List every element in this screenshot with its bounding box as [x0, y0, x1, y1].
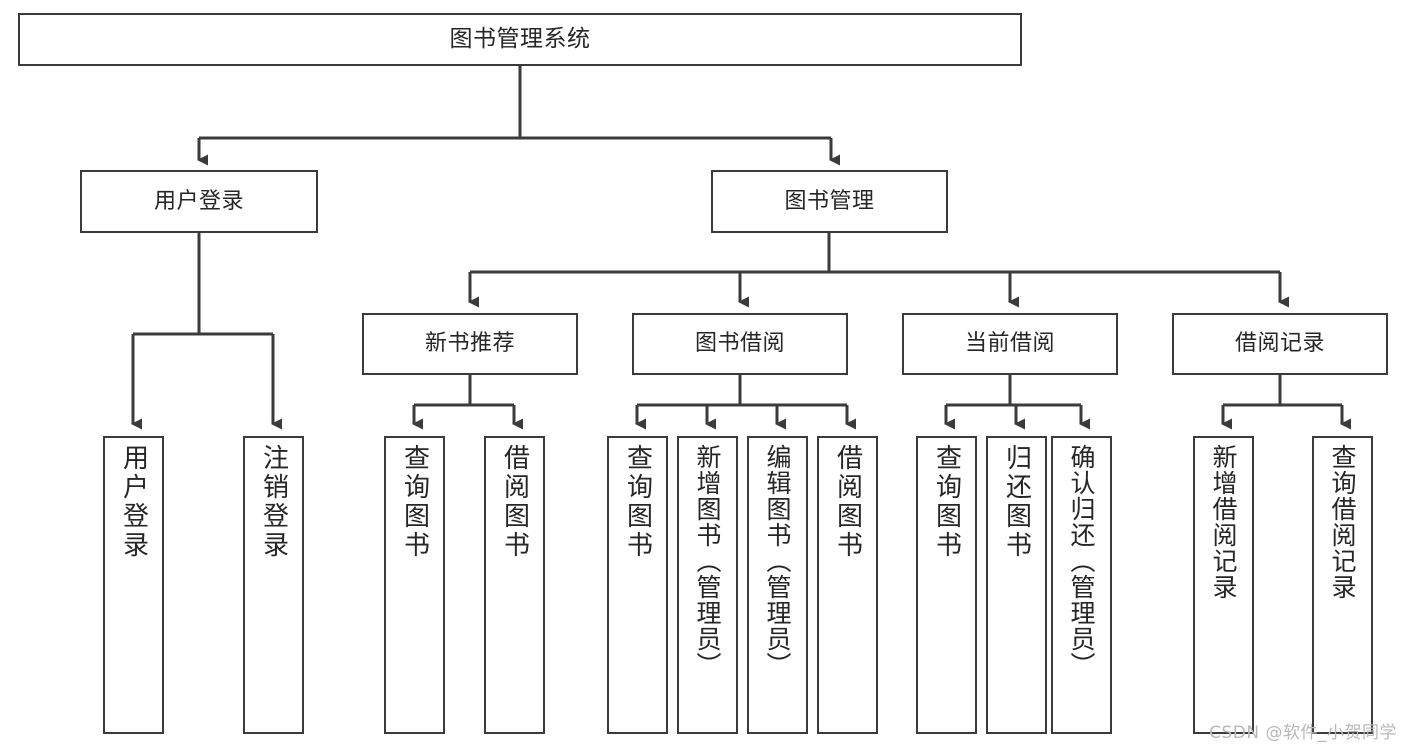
node-label: 当前借阅	[964, 331, 1055, 357]
node-label: 图书借阅	[694, 331, 785, 357]
leaf-current-query-book[interactable]: 查询图书	[916, 436, 977, 734]
node-label: 新增借阅记录	[1209, 444, 1238, 600]
node-label: 借阅图书	[499, 444, 530, 560]
node-label: 图书管理系统	[449, 26, 591, 53]
leaf-current-return-book[interactable]: 归还图书	[986, 436, 1047, 734]
leaf-record-search[interactable]: 查询借阅记录	[1312, 436, 1373, 734]
leaf-user-login[interactable]: 用户登录	[103, 436, 164, 734]
node-label: 编辑图书（管理员）	[763, 444, 792, 678]
node-label: 用户登录	[118, 444, 149, 560]
node-label: 借阅记录	[1234, 331, 1325, 357]
csdn-watermark: CSDN @软件_小贺同学	[1209, 723, 1397, 743]
node-label: 新增图书（管理员）	[693, 444, 722, 678]
leaf-borrow-edit-book[interactable]: 编辑图书（管理员）	[747, 436, 808, 734]
leaf-user-logout[interactable]: 注销登录	[243, 436, 304, 734]
leaf-borrow-query-book[interactable]: 查询图书	[607, 436, 668, 734]
node-label: 查询借阅记录	[1328, 444, 1357, 600]
node-user-login[interactable]: 用户登录	[80, 170, 318, 233]
leaf-borrow-add-book[interactable]: 新增图书（管理员）	[677, 436, 738, 734]
node-label: 用户登录	[153, 188, 244, 214]
leaf-record-add[interactable]: 新增借阅记录	[1193, 436, 1254, 734]
node-label: 确认归还（管理员）	[1067, 444, 1096, 678]
leaf-rec-query-book[interactable]: 查询图书	[384, 436, 445, 734]
node-borrow-record[interactable]: 借阅记录	[1172, 313, 1388, 375]
node-book-borrow[interactable]: 图书借阅	[632, 313, 848, 375]
node-book-manage[interactable]: 图书管理	[711, 170, 948, 233]
node-label: 查询图书	[931, 444, 962, 560]
node-label: 借阅图书	[832, 444, 863, 560]
leaf-rec-borrow-book[interactable]: 借阅图书	[484, 436, 545, 734]
node-label: 注销登录	[258, 444, 289, 560]
node-new-book-rec[interactable]: 新书推荐	[362, 313, 578, 375]
node-label: 查询图书	[622, 444, 653, 560]
node-root-system[interactable]: 图书管理系统	[18, 13, 1022, 66]
node-label: 图书管理	[784, 188, 875, 214]
leaf-borrow-do-book[interactable]: 借阅图书	[817, 436, 878, 734]
node-label: 查询图书	[399, 444, 430, 560]
node-current-borrow[interactable]: 当前借阅	[902, 313, 1118, 375]
leaf-current-confirm-return[interactable]: 确认归还（管理员）	[1051, 436, 1112, 734]
node-label: 归还图书	[1001, 444, 1032, 560]
node-label: 新书推荐	[424, 331, 515, 357]
